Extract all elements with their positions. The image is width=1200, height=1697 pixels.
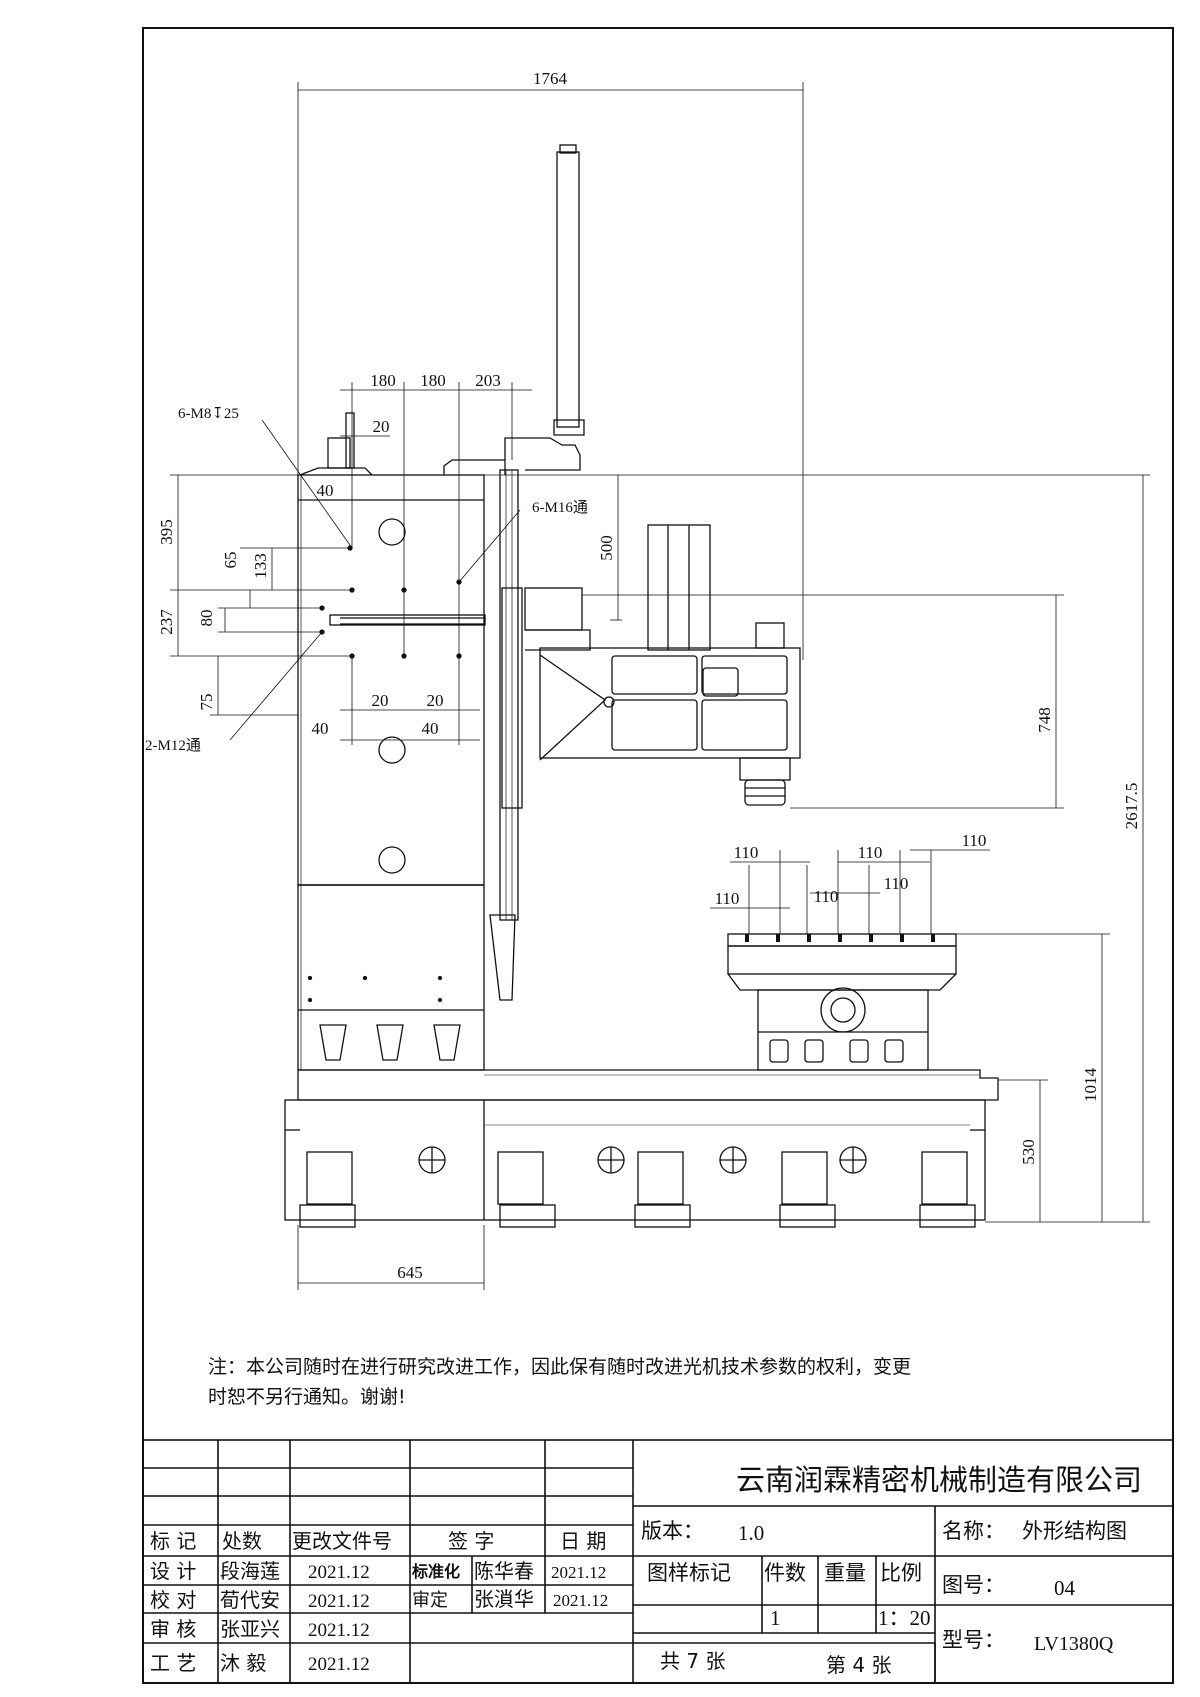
dim-table-slot-5: 110 bbox=[814, 887, 839, 906]
row-role: 设 计 bbox=[150, 1559, 196, 1583]
dim-offset-20-top: 20 bbox=[373, 417, 390, 436]
company-name: 云南润霖精密机械制造有限公司 bbox=[736, 1463, 1142, 1497]
header-signature: 签 字 bbox=[448, 1529, 494, 1553]
dim-offset-20-right: 20 bbox=[427, 691, 444, 710]
dim-height-395: 395 bbox=[157, 519, 176, 545]
model-value: LV1380Q bbox=[1034, 1633, 1114, 1655]
quantity-value: 1 bbox=[770, 1606, 781, 1630]
approval-role: 审定 bbox=[412, 1590, 448, 1611]
row-date: 2021.12 bbox=[308, 1654, 370, 1675]
dim-height-500: 500 bbox=[597, 535, 616, 561]
row-role: 工 艺 bbox=[150, 1651, 196, 1675]
note-line-1: 注：本公司随时在进行研究改进工作，因此保有随时改进光机技术参数的权利，变更 bbox=[208, 1356, 912, 1378]
row-role: 审 核 bbox=[150, 1617, 196, 1641]
callout-through-m16: 6-M16通 bbox=[532, 499, 588, 516]
approval-date: 2021.12 bbox=[553, 1591, 608, 1610]
name-value: 外形结构图 bbox=[1022, 1519, 1127, 1543]
col-quantity: 件数 bbox=[764, 1561, 806, 1585]
row-date: 2021.12 bbox=[308, 1620, 370, 1641]
dim-height-237: 237 bbox=[157, 609, 176, 635]
version-value: 1.0 bbox=[738, 1521, 764, 1545]
sheet-number: 第 4 张 bbox=[826, 1653, 891, 1677]
dim-offset-40-left: 40 bbox=[312, 719, 329, 738]
row-name: 段海莲 bbox=[220, 1559, 280, 1583]
approval-name: 陈华春 bbox=[474, 1559, 534, 1583]
header-date: 日 期 bbox=[560, 1529, 606, 1553]
row-date: 2021.12 bbox=[308, 1591, 370, 1612]
dim-base-height: 530 bbox=[1019, 1139, 1038, 1165]
dim-spacing-3: 203 bbox=[475, 371, 501, 390]
total-sheets: 共 7 张 bbox=[660, 1649, 725, 1673]
drawing-no-value: 04 bbox=[1054, 1576, 1076, 1600]
row-role: 校 对 bbox=[150, 1588, 196, 1612]
machine-base bbox=[284, 1069, 999, 1228]
dim-offset-20-left: 20 bbox=[372, 691, 389, 710]
dim-height-65: 65 bbox=[221, 552, 240, 569]
col-weight: 重量 bbox=[824, 1561, 866, 1585]
col-scale: 比例 bbox=[880, 1561, 922, 1585]
scale-value: 1：20 bbox=[878, 1606, 931, 1630]
dim-table-slot-2: 110 bbox=[858, 843, 883, 862]
dim-table-slot-4: 110 bbox=[715, 889, 740, 908]
row-date: 2021.12 bbox=[308, 1562, 370, 1583]
approval-role: 标准化 bbox=[411, 1562, 460, 1581]
dim-spacing-1: 180 bbox=[370, 371, 396, 390]
callout-tapped-holes: 6-M8↧25 bbox=[178, 406, 239, 422]
vertical-rail bbox=[489, 469, 523, 1001]
dim-table-slot-3: 110 bbox=[962, 831, 987, 850]
dim-height-80: 80 bbox=[197, 610, 216, 627]
callout-through-m12: 2-M12通 bbox=[145, 737, 201, 754]
column-body bbox=[297, 412, 581, 1071]
approval-date: 2021.12 bbox=[551, 1563, 606, 1582]
row-name: 沐 毅 bbox=[220, 1651, 266, 1675]
header-mark: 标 记 bbox=[150, 1529, 196, 1553]
dim-table-slot-1: 110 bbox=[734, 843, 759, 862]
row-name: 张亚兴 bbox=[220, 1617, 280, 1641]
note-line-2: 时恕不另行通知。谢谢! bbox=[208, 1386, 406, 1408]
dimension-lines bbox=[170, 82, 1150, 1290]
dim-height-75: 75 bbox=[197, 694, 216, 711]
model-label: 型号： bbox=[942, 1628, 1005, 1652]
header-change-doc: 更改文件号 bbox=[292, 1529, 392, 1553]
spindle-head bbox=[524, 524, 801, 806]
dim-overall-width: 1764 bbox=[533, 69, 568, 88]
title-block-grid bbox=[142, 1439, 1174, 1684]
dim-height-133: 133 bbox=[251, 553, 270, 579]
dim-table-height: 1014 bbox=[1081, 1068, 1100, 1103]
row-name: 荀代安 bbox=[220, 1588, 280, 1612]
drawing-no-label: 图号： bbox=[942, 1573, 1005, 1597]
worktable bbox=[727, 933, 957, 1071]
dim-total-height: 2617.5 bbox=[1122, 783, 1141, 830]
disclaimer-note: 注：本公司随时在进行研究改进工作，因此保有随时改进光机技术参数的权利，变更 时恕… bbox=[208, 1352, 1108, 1412]
name-label: 名称： bbox=[942, 1519, 1005, 1543]
dim-table-slot-6: 110 bbox=[884, 874, 909, 893]
approval-name: 张溑华 bbox=[474, 1587, 534, 1611]
col-sample-mark: 图样标记 bbox=[647, 1561, 731, 1585]
spindle-mast bbox=[553, 144, 585, 436]
dim-height-748: 748 bbox=[1035, 707, 1054, 733]
dim-offset-40-right: 40 bbox=[422, 719, 439, 738]
header-count: 处数 bbox=[222, 1529, 262, 1553]
dim-offset-40-top: 40 bbox=[317, 481, 334, 500]
dim-spacing-2: 180 bbox=[420, 371, 446, 390]
version-label: 版本： bbox=[641, 1519, 704, 1543]
dim-base-width: 645 bbox=[397, 1263, 423, 1282]
